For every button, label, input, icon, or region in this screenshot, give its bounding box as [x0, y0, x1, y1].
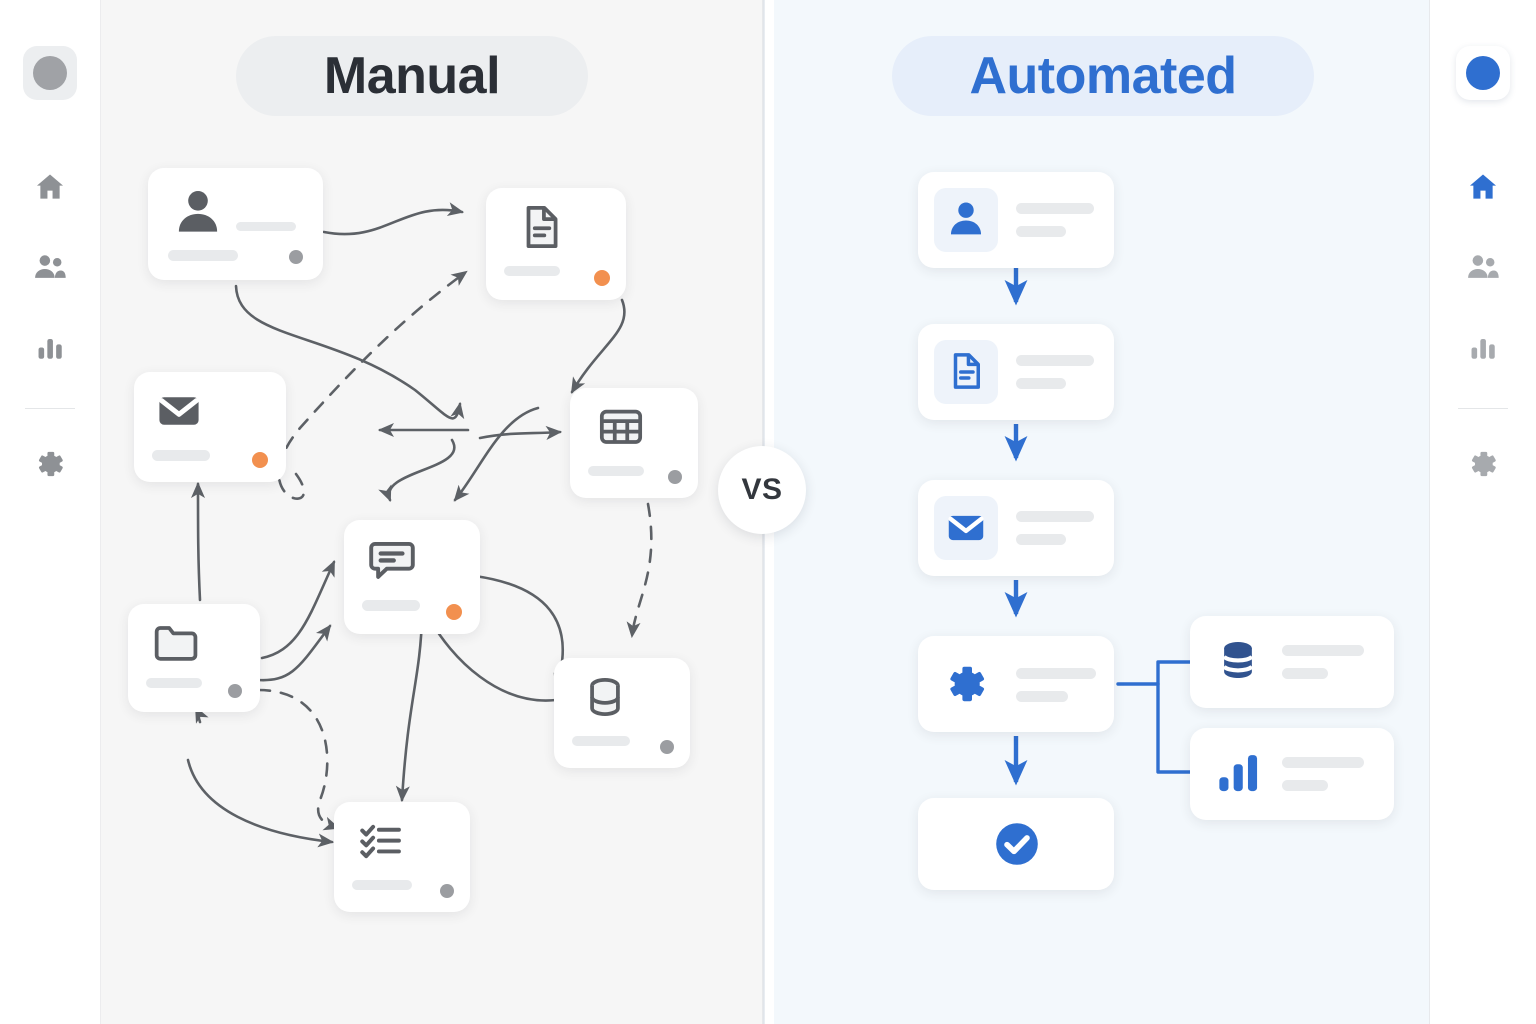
placeholder-line — [146, 678, 202, 688]
placeholder-line — [236, 222, 296, 231]
manual-card-database[interactable] — [554, 658, 690, 768]
placeholder-line — [1016, 378, 1066, 389]
sidebar-item-people[interactable] — [27, 244, 73, 290]
placeholder-line — [152, 450, 210, 461]
table-icon — [599, 409, 643, 444]
bar-chart-icon — [1471, 339, 1495, 359]
page-title-automated: Automated — [969, 47, 1237, 105]
folder-icon — [154, 626, 198, 661]
placeholder-line — [504, 266, 560, 276]
status-badge — [594, 270, 610, 286]
placeholder-line — [352, 880, 412, 890]
document-icon — [526, 205, 558, 249]
placeholder-line — [1016, 203, 1094, 214]
manual-card-document[interactable] — [486, 188, 626, 300]
placeholder-line — [1016, 691, 1068, 702]
people-icon — [35, 255, 66, 278]
database-icon — [1222, 642, 1254, 678]
sidebar-item-analytics[interactable] — [1460, 324, 1506, 370]
placeholder-line — [1282, 668, 1328, 679]
right-sidebar-logo[interactable] — [1456, 46, 1510, 100]
placeholder-line — [1282, 757, 1364, 768]
vs-label: VS — [741, 473, 783, 506]
sidebar-item-settings[interactable] — [1460, 441, 1506, 487]
people-icon — [1468, 255, 1499, 278]
placeholder-line — [168, 250, 238, 261]
status-badge — [289, 250, 303, 264]
sidebar-item-analytics[interactable] — [27, 324, 73, 370]
placeholder-line — [1016, 668, 1096, 679]
home-icon — [36, 174, 64, 199]
sidebar-divider — [25, 408, 75, 409]
manual-card-chat[interactable] — [344, 520, 480, 634]
check-circle-icon — [996, 823, 1038, 865]
envelope-icon — [948, 515, 984, 541]
placeholder-line — [1016, 534, 1066, 545]
vs-badge: VS — [718, 446, 806, 534]
envelope-icon — [159, 397, 199, 425]
sidebar-divider — [1458, 408, 1508, 409]
status-badge — [660, 740, 674, 754]
chat-bubble-icon — [369, 542, 415, 579]
person-icon — [950, 202, 982, 235]
gear-icon — [950, 666, 985, 702]
status-badge — [228, 684, 242, 698]
automated-card-gear[interactable] — [918, 636, 1114, 732]
sidebar-item-home[interactable] — [27, 164, 73, 210]
home-icon — [1469, 174, 1497, 199]
gear-icon — [38, 451, 63, 477]
gear-icon — [1471, 451, 1496, 477]
placeholder-line — [1282, 645, 1364, 656]
placeholder-line — [572, 736, 630, 746]
automated-card-database[interactable] — [1190, 616, 1394, 708]
document-icon — [953, 353, 980, 389]
placeholder-line — [362, 600, 420, 611]
automated-card-analytics[interactable] — [1190, 728, 1394, 820]
manual-card-person[interactable] — [148, 168, 323, 280]
sidebar-item-people[interactable] — [1460, 244, 1506, 290]
checklist-icon — [360, 824, 401, 859]
avatar-circle-grey-icon — [33, 56, 67, 90]
status-badge — [440, 884, 454, 898]
automated-card-complete[interactable] — [918, 798, 1114, 890]
sidebar-item-home-active[interactable] — [1460, 164, 1506, 210]
placeholder-line — [588, 466, 644, 476]
manual-card-checklist[interactable] — [334, 802, 470, 912]
sidebar-item-settings[interactable] — [27, 441, 73, 487]
placeholder-line — [1016, 355, 1094, 366]
status-badge — [446, 604, 462, 620]
automated-card-document[interactable] — [918, 324, 1114, 420]
database-icon — [590, 678, 620, 716]
icon-tile — [934, 188, 998, 252]
manual-card-folder[interactable] — [128, 604, 260, 712]
status-badge — [668, 470, 682, 484]
page-title-manual: Manual — [323, 47, 501, 105]
person-icon — [178, 191, 218, 232]
manual-card-email[interactable] — [134, 372, 286, 482]
bar-chart-icon — [38, 339, 62, 359]
left-sidebar-logo[interactable] — [23, 46, 77, 100]
right-sidebar — [1429, 0, 1536, 1024]
manual-title-pill: Manual — [236, 36, 588, 116]
manual-card-table[interactable] — [570, 388, 698, 498]
status-badge — [252, 452, 268, 468]
left-sidebar — [0, 0, 101, 1024]
placeholder-line — [1016, 226, 1066, 237]
placeholder-line — [1282, 780, 1328, 791]
automated-card-person[interactable] — [918, 172, 1114, 268]
avatar-circle-blue-icon — [1466, 56, 1500, 90]
automated-title-pill: Automated — [892, 36, 1314, 116]
automated-card-email[interactable] — [918, 480, 1114, 576]
bar-chart-icon — [1219, 755, 1258, 792]
placeholder-line — [1016, 511, 1094, 522]
